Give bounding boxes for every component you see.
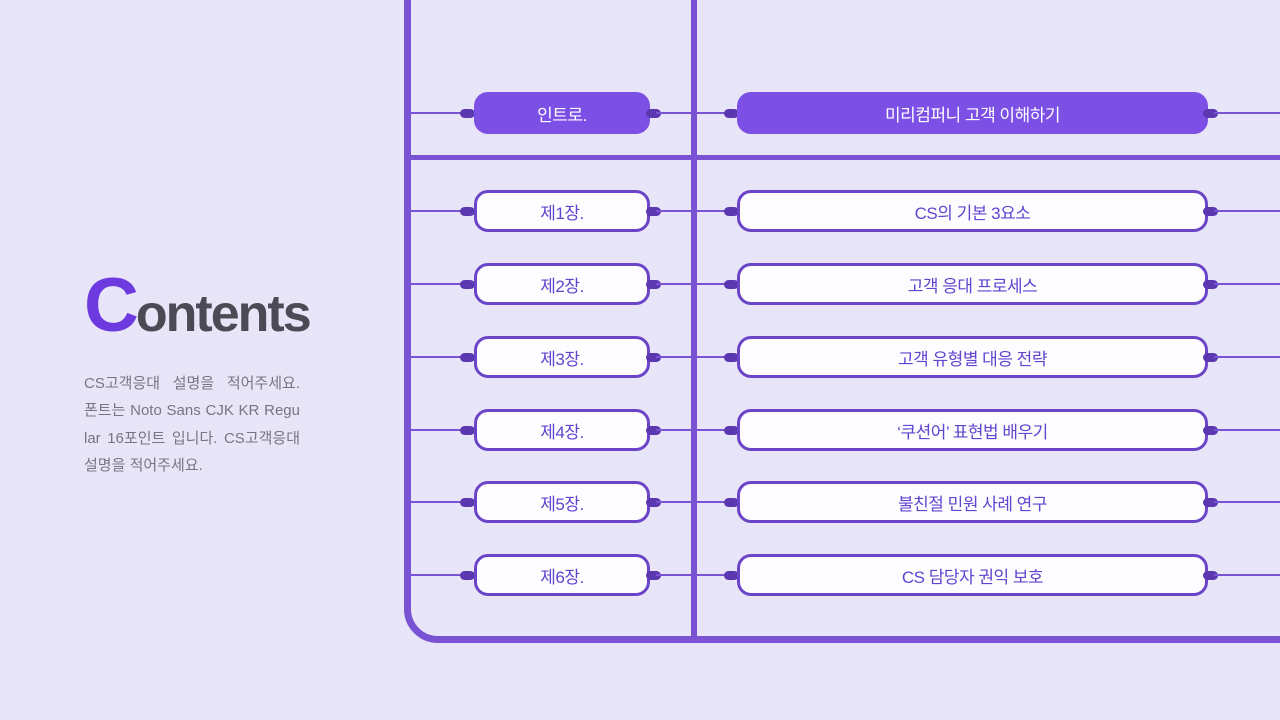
toc-label-box-text: 제2장. bbox=[540, 276, 584, 296]
connector-nub bbox=[724, 570, 739, 580]
connector-nub bbox=[646, 425, 661, 435]
toc-title-box-text: 미리컴퍼니 고객 이해하기 bbox=[885, 105, 1061, 125]
toc-title-box: 미리컴퍼니 고객 이해하기 bbox=[737, 92, 1208, 134]
connector-nub bbox=[724, 279, 739, 289]
connector-line bbox=[695, 356, 731, 358]
toc-label-box: 제3장. bbox=[474, 336, 650, 378]
connector-line bbox=[656, 574, 694, 576]
connector-line bbox=[656, 356, 694, 358]
connector-line bbox=[410, 283, 466, 285]
connector-nub bbox=[646, 108, 661, 118]
toc-label-box-text: 제6장. bbox=[540, 567, 584, 587]
connector-nub bbox=[460, 352, 475, 362]
toc-title-box-text: 고객 응대 프로세스 bbox=[907, 276, 1038, 296]
toc-label-box: 제6장. bbox=[474, 554, 650, 596]
connector-line bbox=[1214, 501, 1280, 503]
connector-nub bbox=[460, 108, 475, 118]
connector-nub bbox=[460, 570, 475, 580]
connector-line bbox=[695, 283, 731, 285]
toc-title-box-text: CS 담당자 권익 보호 bbox=[901, 567, 1044, 587]
page-title: Contents bbox=[84, 268, 314, 344]
connector-line bbox=[410, 574, 466, 576]
connector-nub bbox=[1203, 279, 1218, 289]
connector-line bbox=[410, 356, 466, 358]
connector-nub bbox=[724, 497, 739, 507]
toc-label-box-text: 제5장. bbox=[540, 494, 584, 514]
connector-nub bbox=[1203, 352, 1218, 362]
connector-nub bbox=[724, 352, 739, 362]
toc-title-box-text: CS의 기본 3요소 bbox=[914, 203, 1031, 223]
connector-line bbox=[695, 112, 731, 114]
toc-title-box: CS의 기본 3요소 bbox=[737, 190, 1208, 232]
connector-line bbox=[656, 501, 694, 503]
diagram-frame-border bbox=[404, 0, 1280, 643]
connector-nub bbox=[646, 497, 661, 507]
toc-title-box-text: 고객 유형별 대응 전략 bbox=[898, 349, 1047, 369]
connector-line bbox=[410, 210, 466, 212]
connector-line bbox=[1214, 574, 1280, 576]
connector-nub bbox=[646, 206, 661, 216]
connector-line bbox=[695, 574, 731, 576]
connector-line bbox=[410, 112, 466, 114]
connector-nub bbox=[1203, 425, 1218, 435]
toc-title-box: ‘쿠션어’ 표현법 배우기 bbox=[737, 409, 1208, 451]
diagram-center-divider bbox=[691, 0, 697, 640]
toc-title-box-text: 불친절 민원 사례 연구 bbox=[898, 494, 1047, 514]
connector-line bbox=[695, 501, 731, 503]
toc-title-box: 고객 응대 프로세스 bbox=[737, 263, 1208, 305]
toc-label-box-text: 제3장. bbox=[540, 349, 584, 369]
connector-line bbox=[1214, 356, 1280, 358]
toc-label-box: 제5장. bbox=[474, 481, 650, 523]
connector-nub bbox=[460, 279, 475, 289]
contents-panel: Contents CS고객응대 설명을 적어주세요. 폰트는 Noto Sans… bbox=[84, 268, 314, 479]
toc-label-box: 제1장. bbox=[474, 190, 650, 232]
intro-separator-line bbox=[407, 155, 1280, 160]
connector-nub bbox=[460, 206, 475, 216]
connector-nub bbox=[1203, 206, 1218, 216]
connector-nub bbox=[724, 425, 739, 435]
toc-label-box-text: 인트로. bbox=[537, 105, 587, 125]
connector-nub bbox=[1203, 497, 1218, 507]
toc-title-box: 불친절 민원 사례 연구 bbox=[737, 481, 1208, 523]
connector-nub bbox=[646, 352, 661, 362]
connector-line bbox=[410, 429, 466, 431]
page-title-rest: ontents bbox=[135, 285, 312, 343]
connector-line bbox=[1214, 210, 1280, 212]
page-description: CS고객응대 설명을 적어주세요. 폰트는 Noto Sans CJK KR R… bbox=[84, 375, 300, 474]
connector-line bbox=[656, 112, 694, 114]
connector-nub bbox=[1203, 108, 1218, 118]
page-title-initial: C bbox=[84, 263, 139, 348]
connector-nub bbox=[1203, 570, 1218, 580]
connector-line bbox=[1214, 429, 1280, 431]
connector-nub bbox=[724, 206, 739, 216]
connector-nub bbox=[646, 570, 661, 580]
connector-nub bbox=[460, 425, 475, 435]
connector-nub bbox=[724, 108, 739, 118]
toc-label-box-text: 제1장. bbox=[540, 203, 584, 223]
toc-title-box: CS 담당자 권익 보호 bbox=[737, 554, 1208, 596]
toc-label-box: 인트로. bbox=[474, 92, 650, 134]
connector-line bbox=[695, 429, 731, 431]
connector-nub bbox=[460, 497, 475, 507]
connector-line bbox=[656, 210, 694, 212]
toc-label-box: 제4장. bbox=[474, 409, 650, 451]
connector-line bbox=[656, 283, 694, 285]
connector-line bbox=[1214, 283, 1280, 285]
toc-title-box-text: ‘쿠션어’ 표현법 배우기 bbox=[897, 422, 1048, 442]
connector-line bbox=[656, 429, 694, 431]
connector-nub bbox=[646, 279, 661, 289]
toc-title-box: 고객 유형별 대응 전략 bbox=[737, 336, 1208, 378]
toc-label-box: 제2장. bbox=[474, 263, 650, 305]
connector-line bbox=[1214, 112, 1280, 114]
connector-line bbox=[695, 210, 731, 212]
connector-line bbox=[410, 501, 466, 503]
toc-label-box-text: 제4장. bbox=[540, 422, 584, 442]
